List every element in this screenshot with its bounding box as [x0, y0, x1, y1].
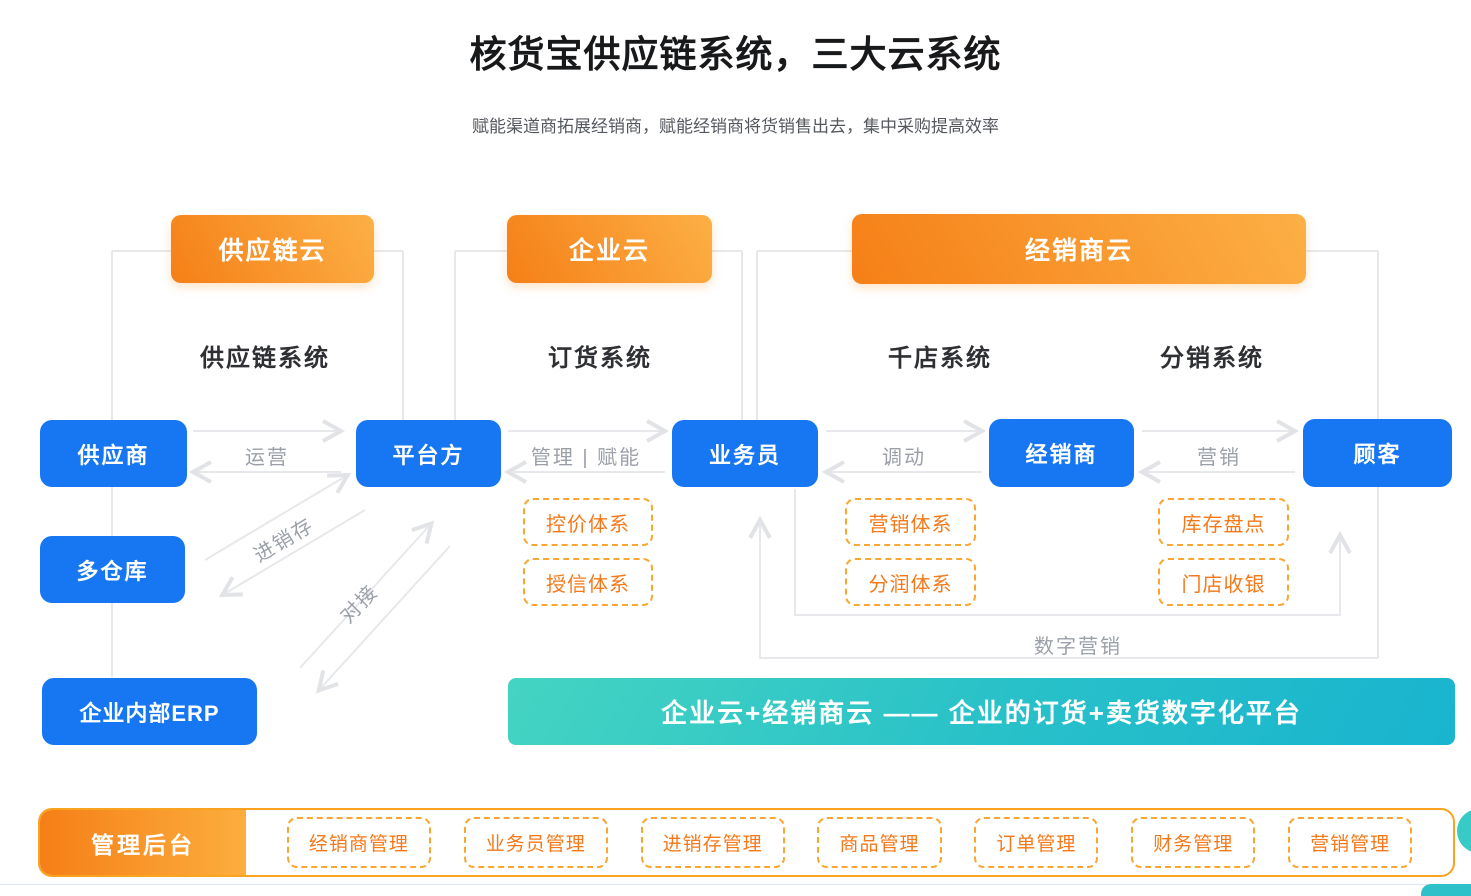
- admin-bar: 管理后台 经销商管理 业务员管理 进销存管理 商品管理 订单管理 财务管理 营销…: [38, 808, 1455, 877]
- admin-module-chip: 业务员管理: [463, 817, 608, 868]
- header-distributor-cloud: 经销商云: [852, 214, 1306, 284]
- flow-label-operate: 运营: [245, 447, 289, 469]
- customer-service-fab-panel[interactable]: [1421, 884, 1471, 896]
- label-ordering-system: 订货系统: [548, 345, 652, 372]
- admin-bar-label: 管理后台: [40, 810, 246, 875]
- flow-label-manage-empower: 管理 | 赋能: [530, 447, 642, 469]
- label-distribution-system: 分销系统: [1160, 345, 1264, 372]
- label-supply-chain-system: 供应链系统: [200, 345, 330, 372]
- chip-profit-sharing: 分润体系: [845, 558, 976, 606]
- flow-label-marketing: 营销: [1197, 447, 1241, 469]
- section-divider: [0, 884, 1471, 885]
- digital-marketing-box: [759, 545, 1378, 659]
- admin-module-chip: 订单管理: [974, 817, 1099, 868]
- admin-bar-modules: 经销商管理 业务员管理 进销存管理 商品管理 订单管理 财务管理 营销管理: [246, 810, 1453, 875]
- admin-module-chip: 进销存管理: [640, 817, 785, 868]
- page-title: 核货宝供应链系统，三大云系统: [469, 34, 1002, 75]
- node-multi-warehouse: 多仓库: [40, 536, 185, 603]
- admin-module-chip: 商品管理: [817, 817, 942, 868]
- page-subtitle: 赋能渠道商拓展经销商，赋能经销商将货销售出去，集中采购提高效率: [472, 117, 999, 136]
- arrow-marketing: [1137, 419, 1300, 484]
- flow-label-dispatch: 调动: [882, 447, 926, 469]
- flow-label-digital-marketing: 数字营销: [1034, 636, 1122, 658]
- chip-stock-taking: 库存盘点: [1158, 498, 1289, 546]
- customer-service-fab-icon[interactable]: [1457, 809, 1471, 853]
- node-salesman: 业务员: [672, 420, 818, 487]
- admin-module-chip: 经销商管理: [286, 817, 431, 868]
- arrow-purchase-sales-inventory: [204, 472, 366, 598]
- admin-module-chip: 财务管理: [1131, 817, 1256, 868]
- arrow-dispatch: [821, 419, 987, 484]
- chip-marketing-system: 营销体系: [845, 498, 976, 546]
- chip-store-cashier: 门店收银: [1158, 558, 1289, 606]
- arrow-connect: [299, 520, 451, 694]
- arrow-operate: [188, 419, 346, 484]
- header-enterprise-cloud: 企业云: [507, 215, 712, 283]
- node-supplier: 供应商: [40, 420, 187, 487]
- chip-price-control: 控价体系: [523, 498, 653, 546]
- arrow-manage-empower: [503, 419, 670, 484]
- platform-banner: 企业云+经销商云 —— 企业的订货+卖货数字化平台: [508, 678, 1455, 745]
- label-thousand-store-system: 千店系统: [888, 345, 992, 372]
- node-customer: 顾客: [1303, 419, 1452, 487]
- node-distributor: 经销商: [989, 419, 1134, 487]
- chip-credit-system: 授信体系: [523, 558, 653, 606]
- node-erp: 企业内部ERP: [42, 678, 257, 745]
- node-platform: 平台方: [356, 420, 501, 487]
- header-supply-chain-cloud: 供应链云: [171, 215, 374, 283]
- admin-module-chip: 营销管理: [1288, 817, 1413, 868]
